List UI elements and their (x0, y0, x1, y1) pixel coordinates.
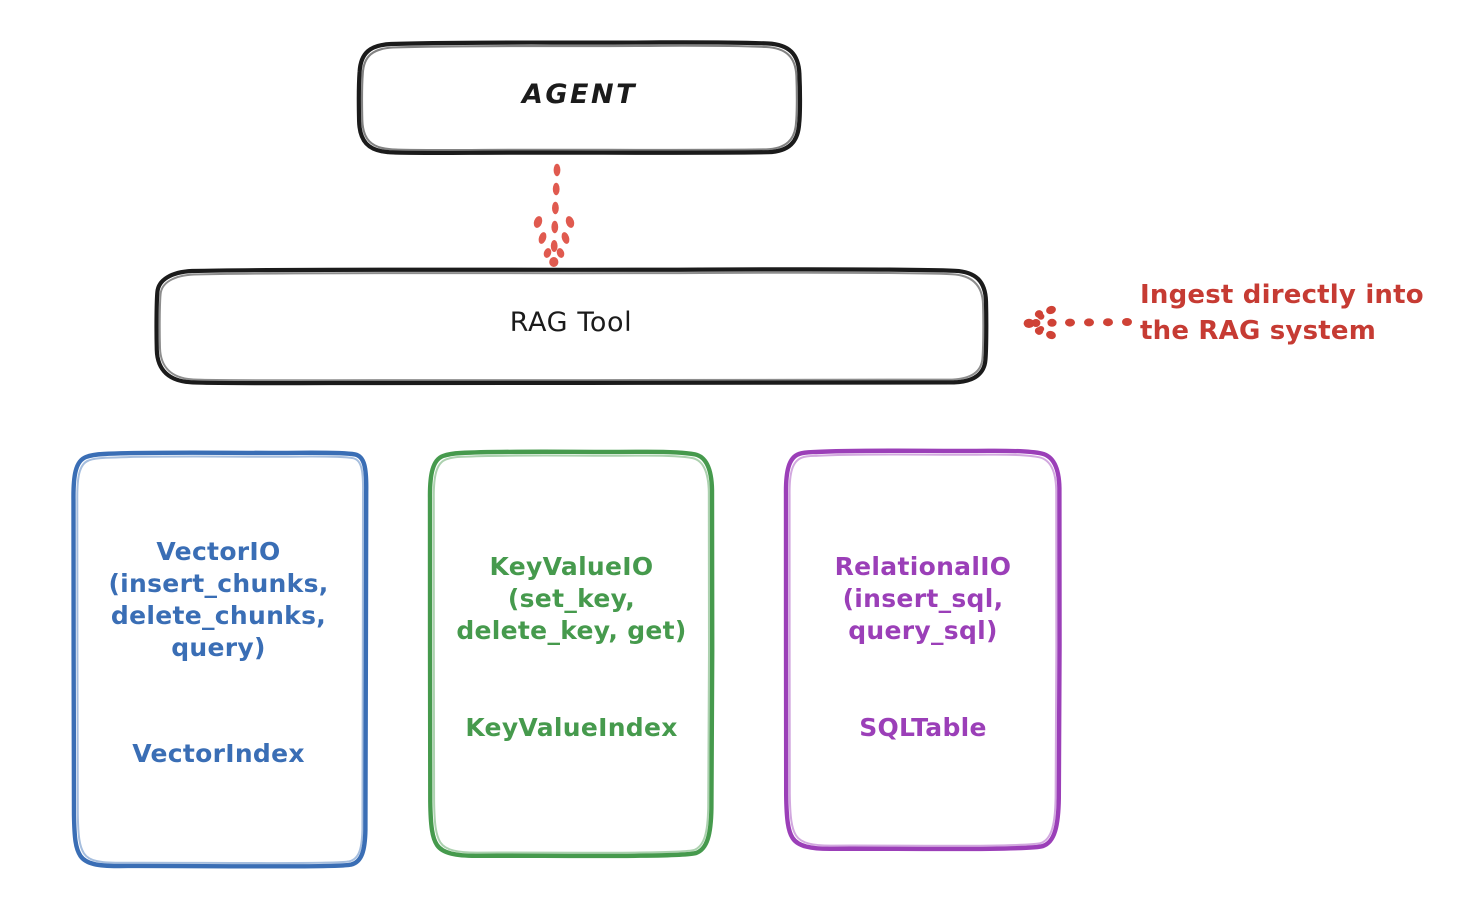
rag-tool-box[interactable] (154, 267, 989, 386)
agent-label: AGENT (521, 79, 637, 110)
relational-sql-table-label: SQLTable (859, 713, 987, 742)
agent-box[interactable] (356, 40, 803, 155)
annotation-to-ragtool-arrow (1023, 305, 1132, 340)
relational-io-methods-label: RelationalIO (insert_sql, query_sql) (834, 552, 1012, 645)
relational-io-box[interactable] (783, 448, 1062, 852)
rag-tool-label: RAG Tool (509, 307, 633, 338)
vector-io-methods-label: VectorIO (insert_chunks, delete_chunks, … (108, 537, 329, 662)
keyvalue-index-label: KeyValueIndex (465, 713, 678, 742)
vector-io-box[interactable] (71, 450, 369, 869)
keyvalue-io-methods-label: KeyValueIO (set_key, delete_key, get) (456, 552, 687, 645)
agent-to-ragtool-arrow (533, 163, 575, 267)
keyvalue-io-box[interactable] (427, 449, 715, 859)
ingest-annotation-text: Ingest directly into the RAG system (1140, 280, 1424, 346)
vector-index-label: VectorIndex (132, 739, 305, 768)
